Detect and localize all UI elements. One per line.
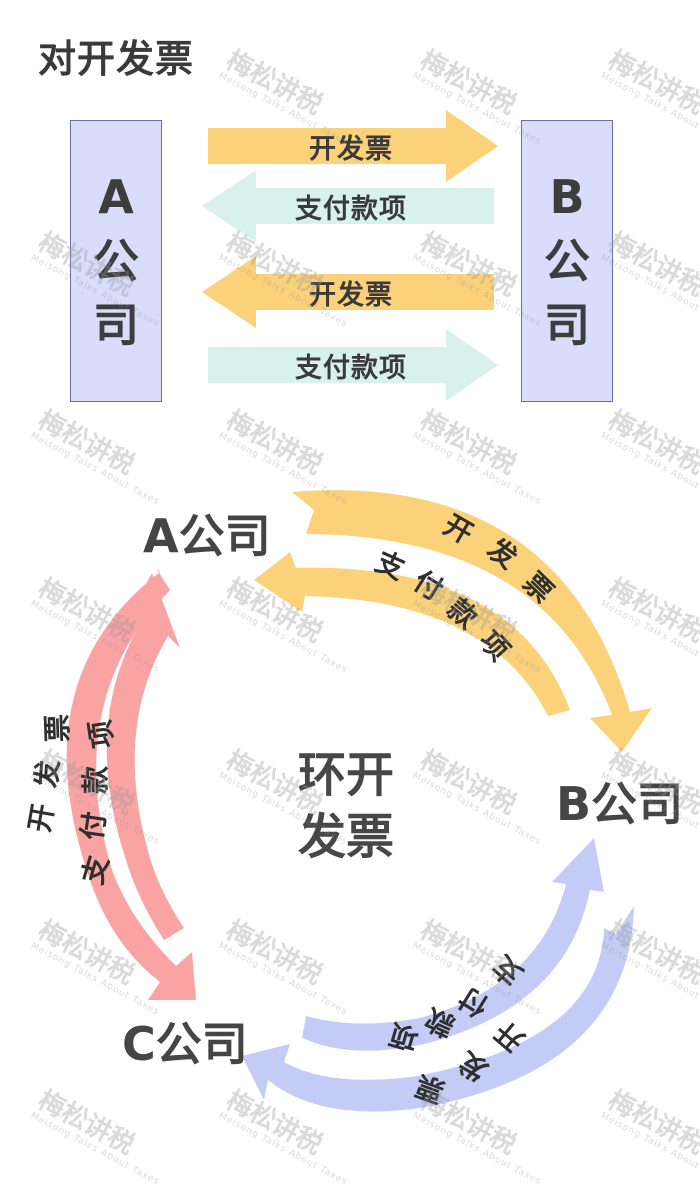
arrow-shape	[202, 256, 494, 328]
cycle-arrow-bc-outer	[242, 906, 634, 1112]
company-a-char: 公	[93, 234, 139, 288]
company-a-char: A	[98, 170, 134, 224]
cycle-ac-inner-char: 项	[83, 717, 120, 751]
center-label: 环开 发票	[286, 744, 406, 868]
cycle-arrow-ab-outer	[292, 490, 652, 752]
arrow-invoice-a-to-b: 开发票	[198, 106, 504, 186]
cycle-ac-inner-char: 付	[75, 809, 112, 843]
center-line: 发票	[297, 809, 394, 865]
cycle-arrow-ab-inner	[254, 552, 570, 716]
arrow-invoice-b-to-a: 开发票	[198, 252, 504, 332]
cycle-ac-outer-char: 发	[30, 758, 65, 790]
arrow-label: 开发票	[309, 279, 393, 311]
node-company-c: C公司	[122, 1017, 248, 1071]
node-company-a: A公司	[143, 509, 271, 563]
company-b-box: B 公 司	[521, 120, 613, 402]
cycle-arrow-bc-inner	[302, 838, 604, 1051]
cycle-arrow-ac-outer	[66, 568, 197, 1000]
arrow-label: 支付款项	[295, 193, 407, 225]
cycle-arrow-ac-inner	[106, 573, 184, 940]
arrow-shape	[202, 170, 494, 242]
cycle-ac-outer-char: 开	[22, 801, 61, 835]
arrow-payment-a-to-b: 支付款项	[198, 325, 504, 405]
cycle-ac-outer-char: 票	[40, 713, 75, 743]
company-b-char: 公	[544, 234, 590, 288]
watermark-subtext: Meisong Talks About Taxes	[598, 252, 700, 330]
arrow-label: 支付款项	[295, 352, 407, 384]
watermark-subtext: Meisong Talks About Taxes	[598, 70, 700, 148]
company-b-char: B	[549, 170, 585, 224]
arrow-shape	[208, 110, 498, 182]
arrow-shape	[208, 329, 498, 401]
cycle-diagram: 开发票支付款项开发票支付款项开发票支付款项	[0, 440, 700, 1147]
company-a-char: 司	[93, 298, 139, 352]
cycle-ac-inner-char: 款	[79, 766, 112, 795]
arrow-payment-b-to-a: 支付款项	[198, 166, 504, 246]
company-a-box: A 公 司	[70, 120, 162, 402]
company-b-char: 司	[544, 298, 590, 352]
arrow-label: 开发票	[309, 133, 393, 165]
center-line: 环开	[297, 747, 394, 803]
node-company-b: B公司	[556, 777, 684, 831]
page-title: 对开发票	[38, 37, 195, 81]
